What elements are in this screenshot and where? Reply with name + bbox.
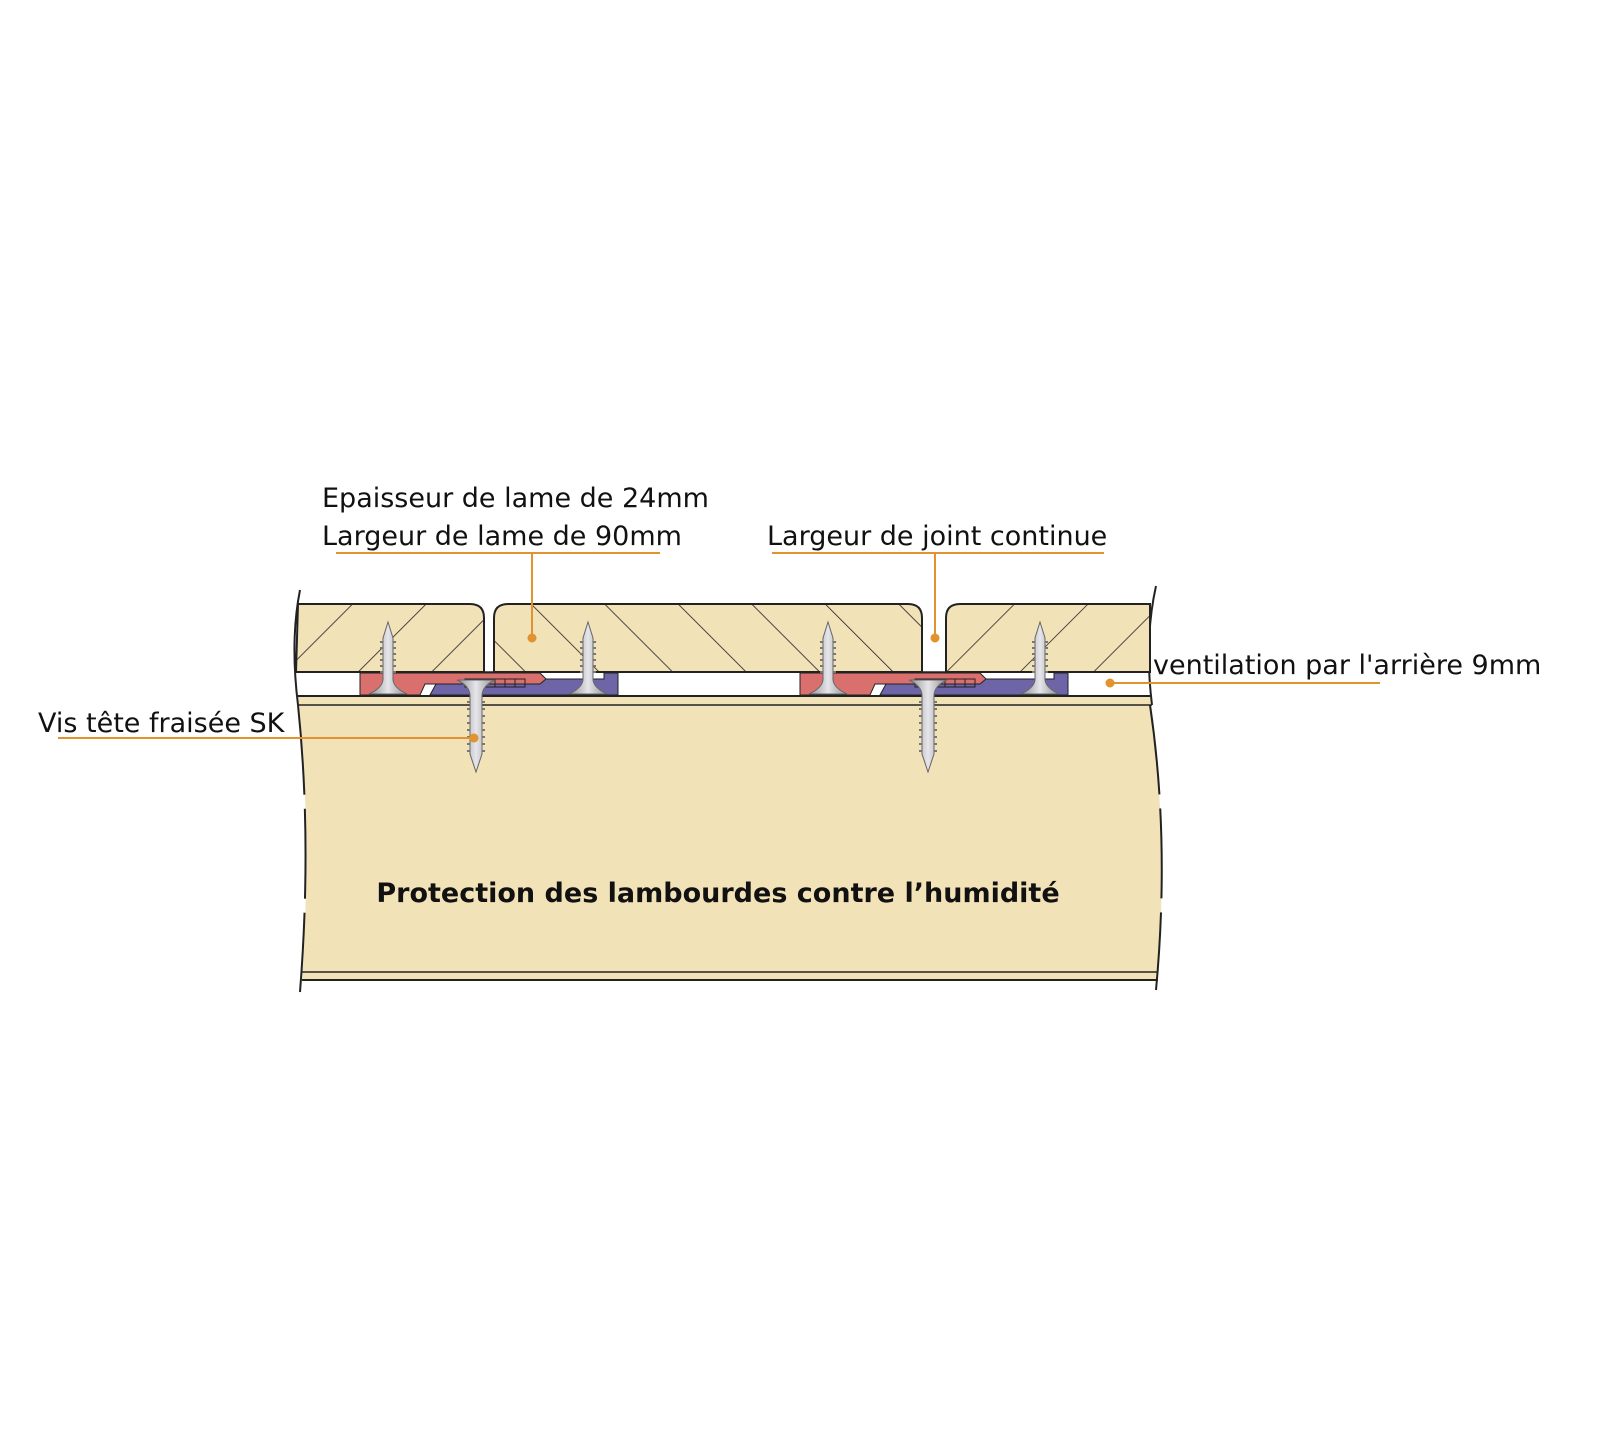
label-board-width: Largeur de lame de 90mm (322, 521, 682, 552)
label-joist-protection: Protection des lambourdes contre l’humid… (376, 878, 1059, 909)
joist (297, 695, 1163, 993)
label-ventilation: ventilation par l'arrière 9mm (1153, 650, 1541, 681)
leader-dots (469, 633, 1115, 743)
label-board-thickness: Epaisseur de lame de 24mm (322, 483, 709, 514)
label-screw: Vis tête fraisée SK (38, 708, 286, 739)
leader-lines (58, 552, 1380, 739)
deck-board-3 (945, 603, 1151, 673)
label-joint-width: Largeur de joint continue (767, 521, 1107, 552)
deck-board-2 (493, 603, 923, 673)
